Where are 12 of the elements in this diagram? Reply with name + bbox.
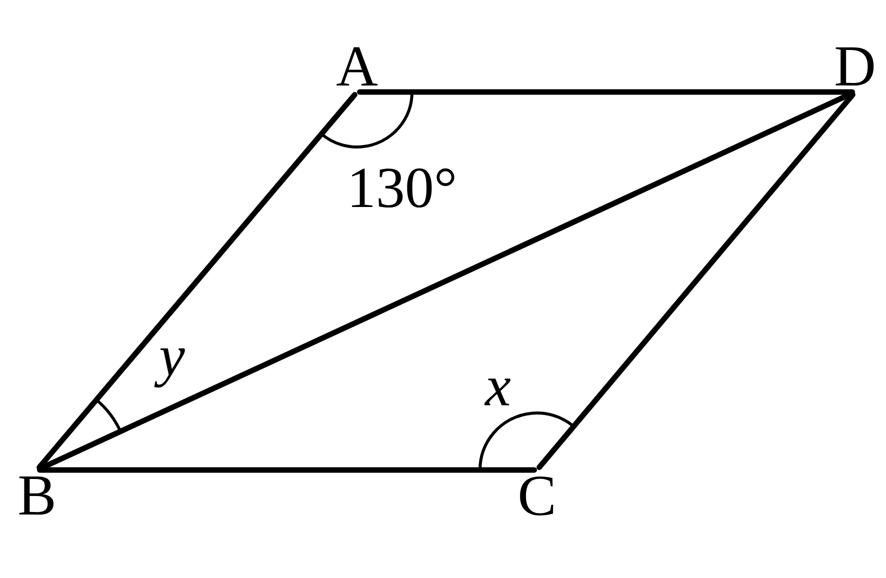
vertex-label: A <box>336 47 378 86</box>
vertex-label: D <box>836 47 874 86</box>
side-line <box>536 92 856 470</box>
angle-label: 130° <box>352 168 454 208</box>
side-line <box>37 90 855 472</box>
side-line <box>37 467 537 473</box>
angle-label: y <box>154 348 185 388</box>
vertex-label: B <box>19 476 54 515</box>
side-line <box>357 89 855 95</box>
angle-label: x <box>484 378 510 406</box>
side-line <box>36 92 358 470</box>
vertex-label: C <box>520 476 554 516</box>
